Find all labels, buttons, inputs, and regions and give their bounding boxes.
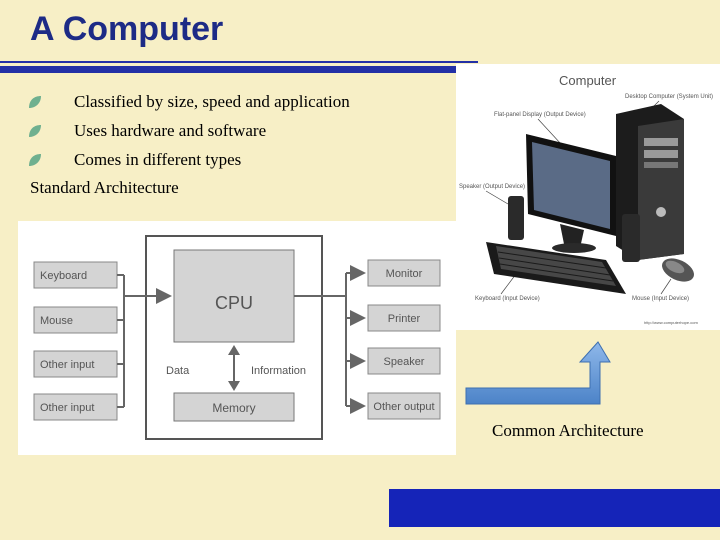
data-label: Data [166, 365, 190, 377]
input-box-mouse [33, 306, 118, 334]
input-label: Other input [40, 402, 94, 414]
flat-panel-monitor [526, 134, 616, 253]
output-label: Monitor [386, 268, 423, 280]
input-box-keyboard [33, 261, 118, 289]
photo-watermark: http://www.computerhope.com [644, 320, 698, 325]
memory-box [173, 392, 295, 422]
output-box-printer [367, 304, 441, 332]
output-label: Speaker [384, 356, 425, 368]
label-mouse: Mouse (Input Device) [632, 296, 689, 302]
architecture-diagram-svg: CPU Memory Data Information Keyboard Mou… [33, 235, 441, 440]
output-box-monitor [367, 259, 441, 287]
output-connectors [294, 265, 366, 414]
architecture-diagram: CPU Memory Data Information Keyboard Mou… [18, 221, 456, 455]
footer-blue-box [389, 489, 720, 527]
output-box-speaker [367, 347, 441, 375]
down-arrowhead [228, 381, 240, 391]
memory-label: Memory [212, 401, 255, 415]
leaf-bullet-icon [29, 125, 41, 137]
computer-photo: Computer Desktop Computer (System Unit) … [456, 64, 720, 330]
leaf-bullet-icon [29, 154, 41, 166]
cpu-box [173, 249, 295, 343]
input-label: Other input [40, 359, 94, 371]
input-connectors [117, 274, 172, 408]
computer-illustration: Computer Desktop Computer (System Unit) … [459, 73, 713, 325]
bullet-text: Classified by size, speed and applicatio… [74, 92, 350, 111]
output-label: Printer [388, 313, 421, 325]
photo-heading: Computer [559, 73, 617, 88]
title-underline-thick [0, 66, 478, 73]
bullet-text: Comes in different types [74, 150, 242, 169]
input-devices: Keyboard Mouse Other input Other input [33, 261, 118, 421]
output-devices: Monitor Printer Speaker Other output [367, 259, 441, 420]
input-label: Keyboard [40, 270, 87, 282]
title-underline-thin [0, 61, 478, 63]
standard-architecture-heading: Standard Architecture [30, 178, 179, 197]
information-label: Information [251, 365, 306, 377]
input-box-other-1 [33, 350, 118, 378]
label-keyboard: Keyboard (Input Device) [475, 296, 540, 302]
common-architecture-caption: Common Architecture [492, 421, 644, 440]
input-box-other-2 [33, 393, 118, 421]
bullet-text: Uses hardware and software [74, 121, 267, 140]
label-speaker: Speaker (Output Device) [459, 184, 525, 190]
label-display: Flat-panel Display (Output Device) [494, 112, 586, 118]
output-box-other [367, 392, 441, 420]
output-label: Other output [373, 401, 434, 413]
input-label: Mouse [40, 315, 73, 327]
label-desktop: Desktop Computer (System Unit) [625, 94, 713, 100]
mouse-highlight [665, 260, 685, 274]
left-speaker [508, 196, 524, 240]
slide-title: A Computer [30, 10, 224, 48]
up-arrowhead [228, 345, 240, 355]
keyboard-graphic [486, 242, 626, 294]
bent-up-arrow-icon [465, 341, 611, 405]
leaf-bullet-icon [29, 96, 41, 108]
cpu-label: CPU [215, 293, 253, 313]
right-speaker [622, 214, 640, 262]
